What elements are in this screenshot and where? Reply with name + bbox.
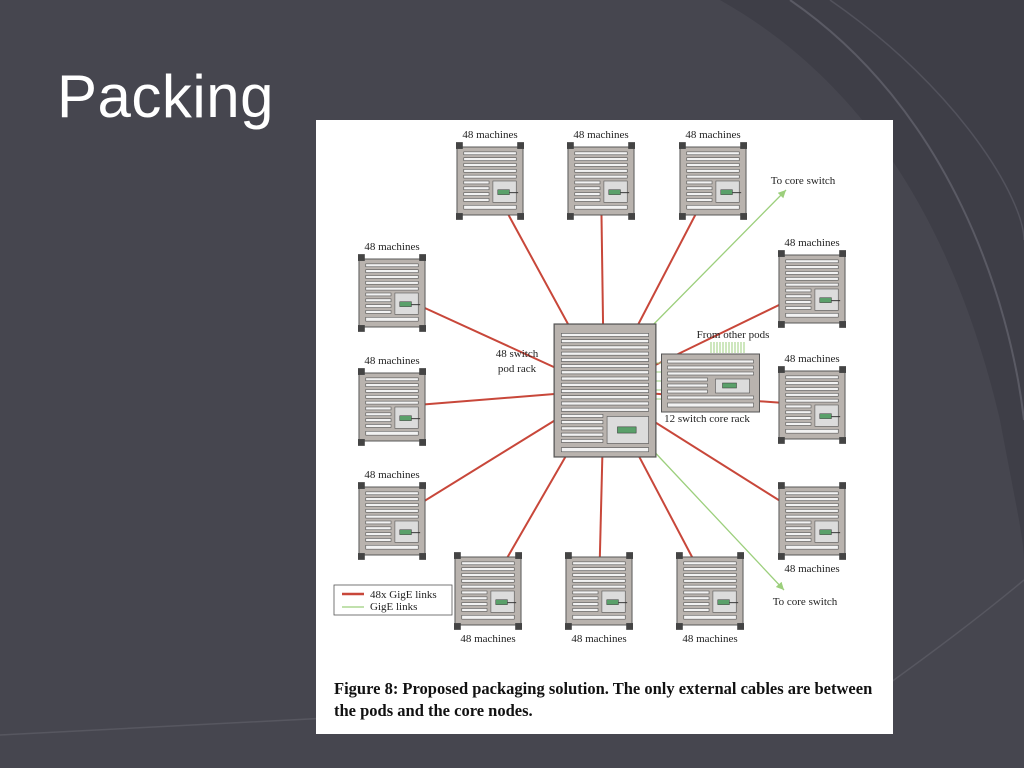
machine-racks: 48 machines 48 machines 48 machines 48 mach… — [358, 129, 846, 645]
machine-rack-9 — [778, 482, 846, 560]
uplink-to-core-top — [645, 189, 787, 333]
machine-rack-7 — [778, 250, 846, 328]
legend-gige-label: GigE links — [370, 601, 417, 613]
from-other-pods-ticks — [710, 342, 745, 353]
pod-rack-label-line1: 48 switch — [496, 348, 539, 360]
to-core-switch-label-top: To core switch — [771, 175, 836, 187]
to-core-switch-label-bottom: To core switch — [773, 596, 838, 608]
slide-title: Packing — [57, 63, 274, 130]
machine-rack-4 — [358, 254, 426, 332]
machine-rack-11 — [565, 552, 633, 630]
machine-rack-5 — [358, 368, 426, 446]
figure-panel: 48 machines 48 machines 48 machines 48 mach… — [316, 120, 893, 734]
rack-label-9: 48 machines — [784, 563, 839, 575]
uplink-to-core-bottom — [647, 444, 785, 591]
packaging-diagram: 48 machines 48 machines 48 machines 48 mach… — [333, 129, 846, 645]
rack-label-10: 48 machines — [460, 633, 515, 645]
machine-rack-3 — [679, 142, 747, 220]
machine-rack-10 — [454, 552, 522, 630]
figure-caption: Figure 8: Proposed packaging solution. T… — [334, 679, 873, 720]
rack-label-8: 48 machines — [784, 353, 839, 365]
rack-label-11: 48 machines — [571, 633, 626, 645]
rack-label-2: 48 machines — [573, 129, 628, 141]
legend: 48x GigE links GigE links — [333, 584, 453, 616]
from-other-pods-label: From other pods — [697, 329, 770, 341]
pod-switch-rack — [553, 323, 657, 458]
rack-label-5: 48 machines — [364, 355, 419, 367]
rack-label-1: 48 machines — [462, 129, 517, 141]
rack-label-6: 48 machines — [364, 469, 419, 481]
machine-rack-1 — [456, 142, 524, 220]
core-rack-label: 12 switch core rack — [664, 413, 750, 425]
rack-label-4: 48 machines — [364, 241, 419, 253]
gige-links — [645, 189, 787, 591]
machine-rack-8 — [778, 366, 846, 444]
pod-rack-label-line2: pod rack — [498, 363, 537, 375]
machine-rack-6 — [358, 482, 426, 560]
machine-rack-12 — [676, 552, 744, 630]
rack-label-3: 48 machines — [685, 129, 740, 141]
machine-rack-2 — [567, 142, 635, 220]
rack-label-12: 48 machines — [682, 633, 737, 645]
core-switch-rack — [660, 353, 761, 413]
rack-label-7: 48 machines — [784, 237, 839, 249]
legend-48x-label: 48x GigE links — [370, 589, 437, 601]
